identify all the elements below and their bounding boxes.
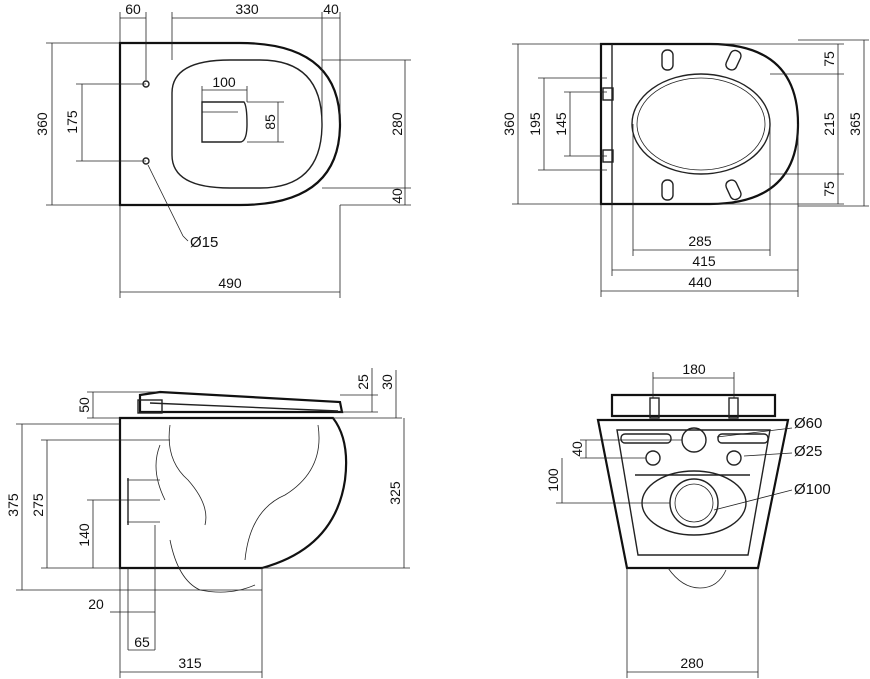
side-view: 25 30 50 375 275 325 140 20 65 315 xyxy=(5,368,410,678)
seat-view-opening xyxy=(631,73,771,175)
top-view-dim-label: 100 xyxy=(212,74,236,90)
seat-view-dimension-lines xyxy=(512,39,869,297)
rear-view-hinge-left xyxy=(649,397,660,419)
side-view-dim-label: 140 xyxy=(76,523,92,547)
rear-view-dim-label: Ø60 xyxy=(794,415,822,432)
rear-view-slot-left xyxy=(620,433,672,444)
seat-view-dim-label: 285 xyxy=(688,233,712,249)
top-view-dim-label: 60 xyxy=(125,1,141,17)
top-view-dim-label: 85 xyxy=(262,114,278,130)
top-view-dim-label: 280 xyxy=(389,112,405,136)
side-view-dim-label: 20 xyxy=(88,596,104,612)
rear-view-outlet-100 xyxy=(669,478,719,528)
seat-view-dim-label: 195 xyxy=(527,112,543,136)
rear-view-back-recess xyxy=(616,429,771,556)
side-view-dim-label: 65 xyxy=(134,634,150,650)
rear-view-dim-label: 180 xyxy=(682,361,706,377)
side-view-dim-label: 275 xyxy=(30,493,46,517)
rear-view-seat xyxy=(610,393,777,418)
side-view-dimension-lines xyxy=(16,368,410,678)
seat-view-hinge-upper xyxy=(602,87,614,101)
rear-view-fixing-hole-left xyxy=(645,450,661,466)
top-view-dim-label: 490 xyxy=(218,275,242,291)
seat-view-seat-outline xyxy=(599,42,800,206)
rear-view-slot-right xyxy=(717,433,769,444)
rear-view-dim-label: Ø25 xyxy=(794,443,822,460)
seat-view-dim-label: 75 xyxy=(821,181,837,197)
top-view-body-outline xyxy=(118,41,342,207)
side-view-dim-label: 315 xyxy=(178,655,202,671)
top-view-dim-label: 40 xyxy=(389,188,405,204)
top-view-dim-label: 360 xyxy=(34,112,50,136)
side-view-trapway xyxy=(155,424,320,593)
top-view-outlet xyxy=(201,101,248,143)
seat-view-buffer xyxy=(725,179,742,201)
seat-view-buffer xyxy=(725,49,742,71)
side-view-dim-label: 25 xyxy=(355,374,371,390)
rear-view-dim-label: Ø100 xyxy=(794,481,831,498)
top-view-dim-label: 40 xyxy=(323,1,339,17)
seat-view-dim-label: 145 xyxy=(553,112,569,136)
seat-view-buffer xyxy=(661,179,674,201)
seat-view-dim-label: 75 xyxy=(821,51,837,67)
rear-view-dim-label: 40 xyxy=(569,441,585,457)
side-view-dim-label: 375 xyxy=(5,493,21,517)
rear-view-hinge-right xyxy=(728,397,739,419)
rear-view-inlet-60 xyxy=(681,427,707,453)
side-view-body-outline xyxy=(118,416,348,570)
rear-view-dim-label: 280 xyxy=(680,655,704,671)
rear-view-body-outline xyxy=(596,418,790,570)
top-view-dim-label: 330 xyxy=(235,1,259,17)
rear-view-fixing-hole-right xyxy=(726,450,742,466)
top-view: 60 330 40 360 175 100 85 280 40 Ø15 490 xyxy=(34,1,411,298)
seat-view-dim-label: 415 xyxy=(692,253,716,269)
seat-view-buffer xyxy=(661,49,674,71)
seat-view: 360 195 145 75 215 365 75 285 415 440 xyxy=(501,39,869,297)
top-view-bowl-inner xyxy=(171,59,323,189)
side-view-dim-label: 325 xyxy=(387,481,403,505)
rear-view-dimension-lines xyxy=(556,372,793,678)
seat-view-dim-label: 360 xyxy=(501,112,517,136)
rear-view: 180 Ø60 40 Ø25 100 Ø100 280 xyxy=(545,361,831,678)
side-view-hinge xyxy=(137,399,163,414)
seat-view-dim-label: 215 xyxy=(821,112,837,136)
rear-view-dim-label: 100 xyxy=(545,468,561,492)
top-view-dim-label: Ø15 xyxy=(190,234,218,251)
side-view-seat-lid xyxy=(138,390,344,414)
seat-view-dim-label: 440 xyxy=(688,274,712,290)
top-view-dimension-lines xyxy=(46,12,411,298)
top-view-dim-label: 175 xyxy=(64,110,80,134)
seat-view-dim-label: 365 xyxy=(847,112,863,136)
side-view-dim-label: 30 xyxy=(379,374,395,390)
side-view-dim-label: 50 xyxy=(76,397,92,413)
